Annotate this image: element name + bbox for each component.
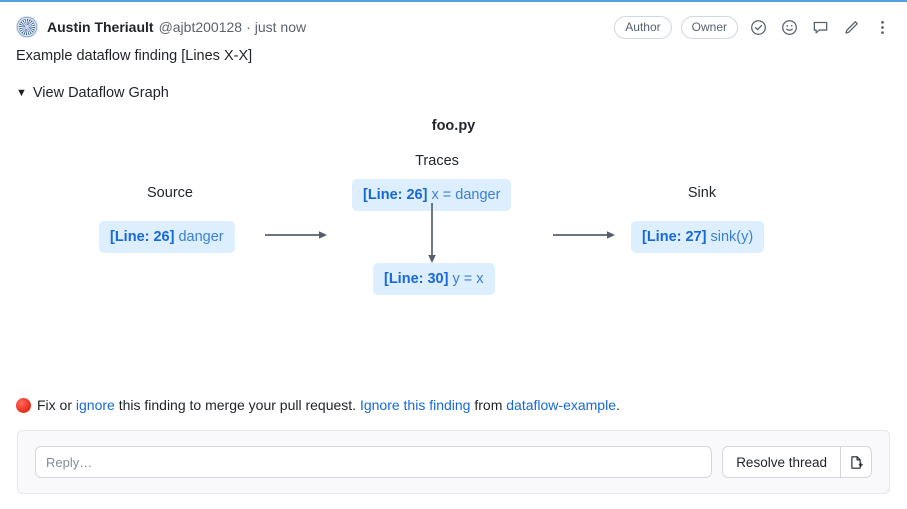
view-dataflow-graph-toggle[interactable]: ▼ View Dataflow Graph	[16, 83, 169, 103]
fix-or-ignore-message: Fix or ignore this finding to merge your…	[16, 395, 620, 415]
node-line-number: [Line: 27]	[642, 229, 707, 245]
graph-node-source[interactable]: [Line: 26] danger	[99, 221, 235, 253]
fix-text-4: .	[616, 397, 620, 413]
graph-node-sink[interactable]: [Line: 27] sink(y)	[631, 221, 765, 253]
badge-owner: Owner	[680, 15, 738, 39]
ignore-this-finding-link[interactable]: Ignore this finding	[359, 397, 471, 413]
check-circle-icon[interactable]	[747, 16, 769, 38]
chevron-down-icon: ▼	[16, 86, 27, 99]
column-label-source: Source	[147, 185, 193, 201]
arrow-trace1-to-trace2-icon	[428, 203, 436, 263]
resolve-thread-button[interactable]: Resolve thread	[722, 446, 840, 478]
graph-node-trace-2[interactable]: [Line: 30] y = x	[373, 263, 495, 295]
separator: ·	[246, 19, 251, 35]
fix-text-3: from	[470, 397, 507, 413]
node-code: x = danger	[431, 187, 501, 203]
finding-title: Example dataflow finding [Lines X-X]	[16, 48, 253, 64]
comment-author-handle[interactable]: @ajbt200128	[158, 19, 243, 35]
fix-text-2: this finding to merge your pull request.	[114, 397, 360, 413]
avatar[interactable]	[16, 16, 38, 38]
comment-header-actions: Author Owner	[614, 15, 893, 39]
fix-text-1: Fix or	[37, 397, 76, 413]
pencil-icon[interactable]	[840, 16, 862, 38]
file-add-icon[interactable]	[840, 446, 872, 478]
comment-author-name[interactable]: Austin Theriault	[47, 19, 154, 35]
graph-file-title: foo.py	[431, 118, 476, 134]
ignore-link[interactable]: ignore	[75, 397, 115, 413]
comment-timestamp[interactable]: just now	[254, 19, 307, 35]
comment-header: Austin Theriault @ajbt200128 · just now …	[16, 12, 893, 42]
reply-container: Resolve thread	[17, 430, 890, 494]
column-label-sink: Sink	[687, 185, 717, 201]
node-code: y = x	[452, 271, 484, 287]
emoji-icon[interactable]	[778, 16, 800, 38]
node-code: sink(y)	[710, 229, 754, 245]
node-code: danger	[178, 229, 224, 245]
red-circle-icon	[16, 397, 31, 413]
dataflow-example-link[interactable]: dataflow-example	[506, 397, 616, 413]
reply-actions: Resolve thread	[722, 446, 872, 478]
arrow-trace-to-sink-icon	[553, 231, 615, 239]
kebab-menu-icon[interactable]	[871, 16, 893, 38]
node-line-number: [Line: 26]	[110, 229, 175, 245]
dataflow-graph: foo.py Source Traces Sink [Line: 26] dan…	[0, 108, 907, 308]
comment-icon[interactable]	[809, 16, 831, 38]
view-dataflow-graph-label: View Dataflow Graph	[32, 85, 169, 101]
arrow-source-to-trace-icon	[265, 231, 327, 239]
column-label-traces: Traces	[415, 153, 459, 169]
node-line-number: [Line: 30]	[384, 271, 449, 287]
reply-input[interactable]	[35, 446, 713, 478]
badge-author: Author	[614, 15, 672, 39]
node-line-number: [Line: 26]	[363, 187, 428, 203]
